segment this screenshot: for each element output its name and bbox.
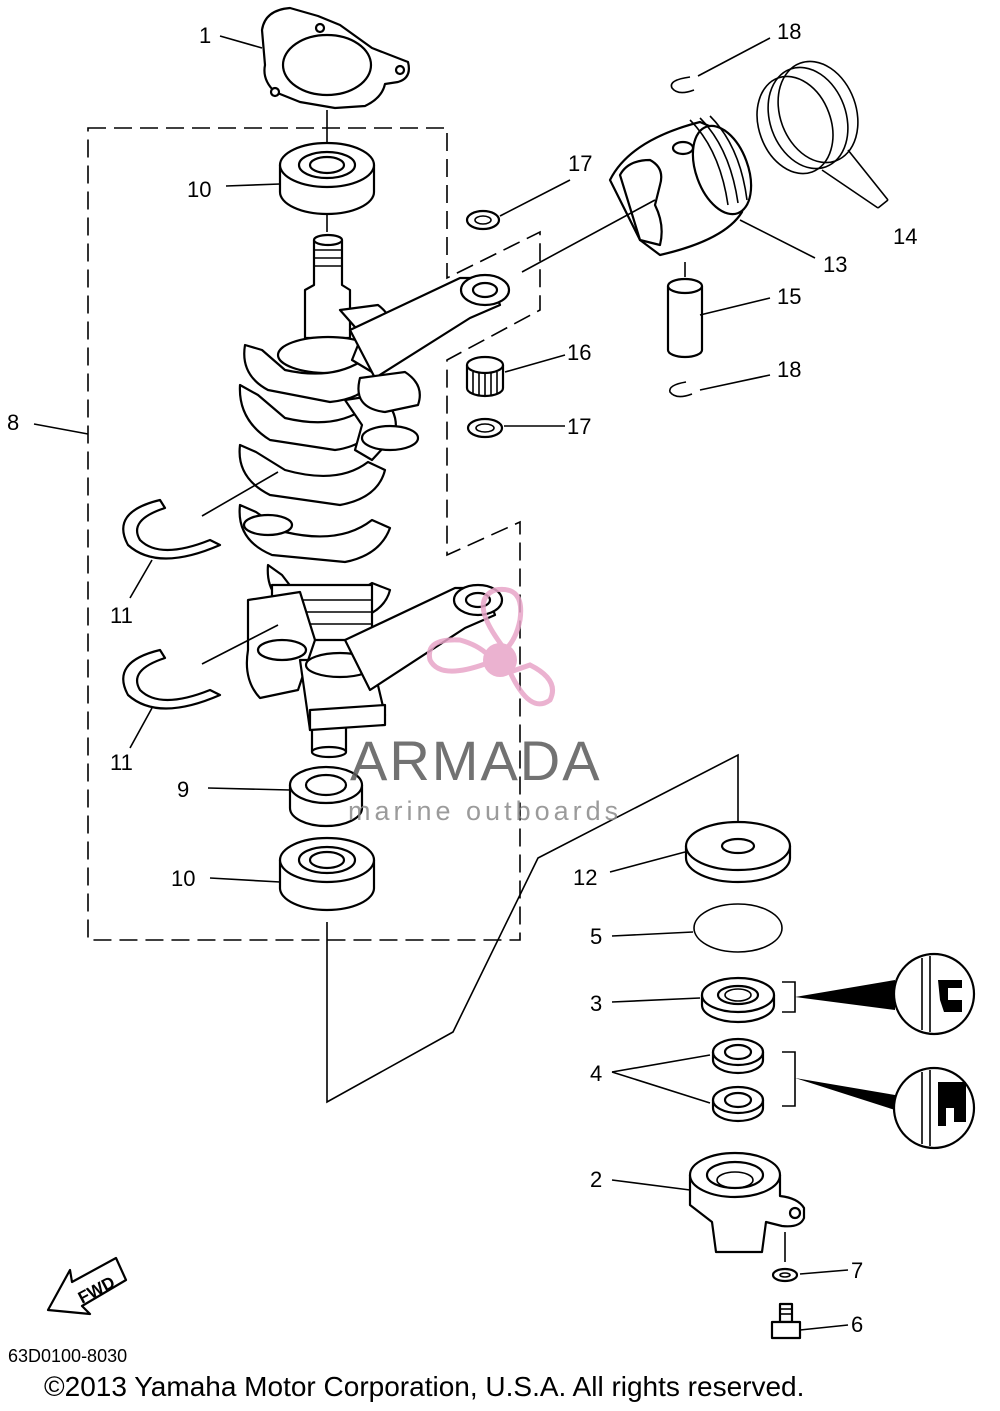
seal-3-detail	[892, 952, 976, 1036]
lower-connecting-rod	[343, 583, 504, 692]
callout-labels: 1 10 8 11 11 9 10 17 16 17 18 13 14 15 1…	[7, 19, 917, 1337]
oil-seal-3	[611, 976, 895, 1024]
callout-17-upper: 17	[568, 151, 592, 176]
callout-17-lower: 17	[567, 414, 591, 439]
bolt	[770, 1302, 849, 1340]
callout-8: 8	[7, 410, 19, 435]
seal-4-detail	[892, 1066, 976, 1150]
callout-1: 1	[199, 23, 211, 48]
lower-pin-clip	[669, 374, 771, 398]
callout-18-lower: 18	[777, 357, 801, 382]
lower-thrust-washer	[466, 417, 565, 439]
callout-3: 3	[590, 991, 602, 1016]
fwd-arrow-icon: FWD	[46, 1256, 128, 1316]
assembly-boundary	[87, 127, 541, 941]
callout-12: 12	[573, 865, 597, 890]
o-ring	[611, 903, 783, 953]
lower-spacer	[288, 765, 364, 828]
callout-6: 6	[851, 1312, 863, 1337]
callout-11-lower: 11	[110, 750, 133, 775]
upper-thrust-washer	[465, 179, 571, 231]
oil-seal-4-upper	[711, 1037, 765, 1075]
watermark-brand: ARMADA	[350, 729, 602, 792]
callout-9: 9	[177, 777, 189, 802]
upper-bearing	[278, 141, 376, 232]
lower-bearing	[278, 836, 376, 912]
callout-16: 16	[567, 340, 591, 365]
gasket	[260, 6, 410, 145]
callout-13: 13	[823, 252, 847, 277]
callout-10-lower: 10	[171, 866, 195, 891]
diagram-code: 63D0100-8030	[8, 1346, 127, 1366]
assembly-lines	[326, 753, 739, 1104]
piston	[521, 115, 816, 273]
watermark: ARMADA marine outboards	[348, 586, 622, 826]
lower-circlip	[122, 624, 279, 749]
upper-pin-clip	[670, 37, 771, 94]
callout-5: 5	[590, 924, 602, 949]
callout-14: 14	[893, 224, 917, 249]
needle-bearing	[465, 354, 566, 398]
callout-18-upper: 18	[777, 19, 801, 44]
upper-circlip	[122, 471, 279, 599]
watermark-tagline: marine outboards	[348, 796, 622, 826]
callout-7: 7	[851, 1258, 863, 1283]
seal-plate	[609, 820, 792, 884]
callout-2: 2	[590, 1167, 602, 1192]
callout-15: 15	[777, 284, 801, 309]
seal-housing	[611, 1151, 806, 1262]
upper-connecting-rod	[348, 273, 511, 452]
callout-10-upper: 10	[187, 177, 211, 202]
propeller-logo-icon	[426, 586, 555, 707]
piston-rings	[756, 60, 889, 209]
oil-seal-4-lower	[611, 1051, 895, 1123]
piston-pin	[666, 262, 771, 359]
copyright-notice: ©2013 Yamaha Motor Corporation, U.S.A. A…	[44, 1371, 804, 1402]
callout-4: 4	[590, 1061, 602, 1086]
callout-11-upper: 11	[110, 603, 133, 628]
bolt-washer	[771, 1267, 849, 1283]
